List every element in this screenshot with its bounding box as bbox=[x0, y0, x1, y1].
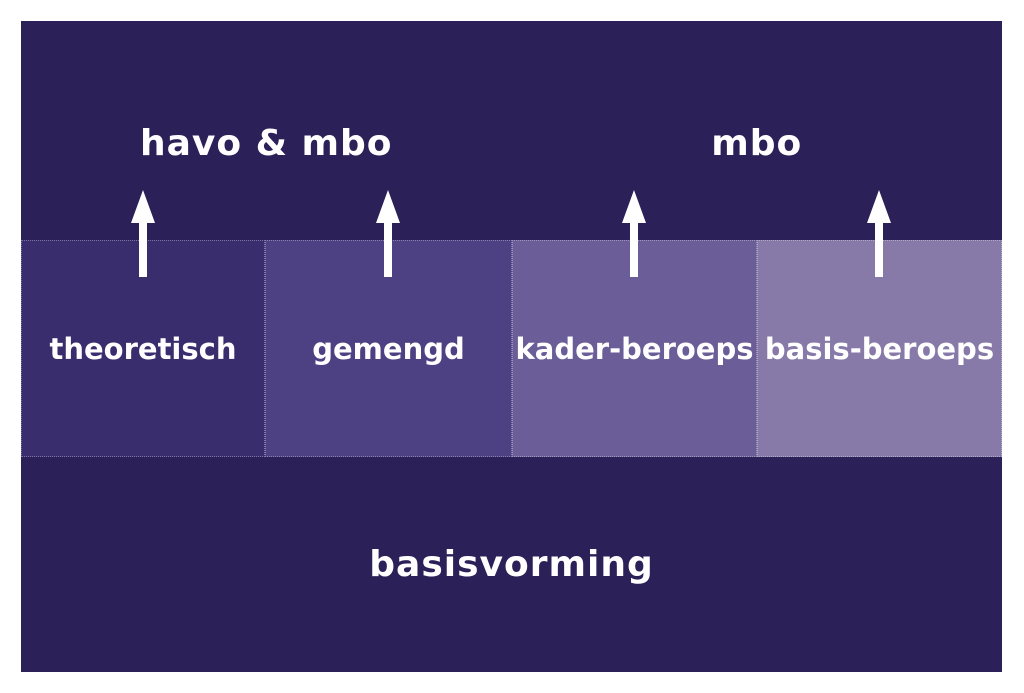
track-label: basis-beroeps bbox=[764, 331, 995, 366]
destination-havo-mbo: havo & mbo bbox=[21, 21, 512, 240]
track-label: kader-beroeps bbox=[515, 331, 754, 366]
destinations-band: havo & mbo mbo bbox=[21, 21, 1002, 240]
up-arrow-icon bbox=[376, 190, 400, 277]
track-label: gemengd bbox=[312, 331, 465, 366]
up-arrow-icon bbox=[622, 190, 646, 277]
destination-label-mbo: mbo bbox=[711, 123, 803, 164]
track-label: theoretisch bbox=[49, 331, 237, 366]
diagram-canvas: havo & mbo mbo theoretisch gemengd kader… bbox=[21, 21, 1002, 672]
destination-label-havo-mbo: havo & mbo bbox=[139, 123, 393, 164]
base-band: basisvorming bbox=[21, 457, 1002, 672]
base-label: basisvorming bbox=[369, 544, 654, 585]
tracks-band: theoretisch gemengd kader-beroeps basis-… bbox=[21, 240, 1002, 457]
up-arrow-icon bbox=[867, 190, 891, 277]
up-arrow-icon bbox=[131, 190, 155, 277]
track-kader-beroeps: kader-beroeps bbox=[512, 240, 757, 457]
destination-mbo: mbo bbox=[512, 21, 1003, 240]
